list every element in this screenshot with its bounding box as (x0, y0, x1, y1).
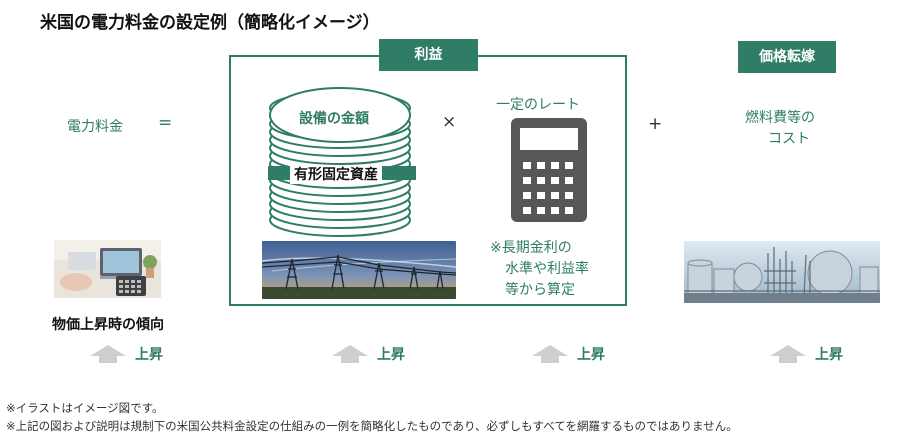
electricity-rate-label: 電力料金 (67, 119, 123, 135)
rise-indicator-assets: 上昇 (331, 344, 405, 364)
rise-indicator-rate: 上昇 (531, 344, 605, 364)
rise-indicator-left: 上昇 (89, 344, 163, 364)
up-arrow-icon (332, 345, 368, 363)
rise-label: 上昇 (577, 347, 605, 363)
rate-note-line-1: ※長期金利の (490, 240, 572, 256)
footnote-2: ※上記の図および説明は規制下の米国公共料金設定の仕組みの一例を簡略化したものであ… (6, 419, 738, 433)
tangible-fixed-assets-label: 有形固定資産 (290, 166, 382, 184)
rise-label: 上昇 (377, 347, 405, 363)
price-pass-through-tag: 価格転嫁 (738, 41, 836, 73)
rate-note-line-2: 水準や利益率 (505, 261, 589, 277)
up-arrow-icon (90, 345, 126, 363)
multiply-sign: × (442, 112, 457, 132)
coin-stack-icon (268, 87, 416, 237)
fuel-storage-photo (684, 241, 880, 303)
calculator (511, 118, 587, 222)
profit-tag: 利益 (379, 39, 478, 71)
fuel-cost-line-1: 燃料費等の (745, 110, 815, 126)
rise-label: 上昇 (135, 347, 163, 363)
fixed-rate-label: 一定のレート (496, 97, 580, 113)
equipment-amount-label: 設備の金額 (299, 111, 369, 127)
equals-sign: = (158, 113, 173, 133)
fuel-cost-line-2: コスト (768, 131, 810, 147)
rise-indicator-right: 上昇 (769, 344, 843, 364)
footnote-1: ※イラストはイメージ図です。 (6, 401, 164, 415)
price-rise-tendency-caption: 物価上昇時の傾向 (52, 317, 164, 333)
up-arrow-icon (770, 345, 806, 363)
power-lines-photo (262, 241, 456, 299)
page-title: 米国の電力料金の設定例（簡略化イメージ） (40, 13, 380, 33)
plus-sign: + (648, 114, 663, 134)
office-calculator-photo (54, 240, 161, 298)
up-arrow-icon (532, 345, 568, 363)
calculator-icon (511, 118, 587, 222)
rate-note-line-3: 等から算定 (505, 282, 575, 298)
asset-stack (262, 82, 422, 242)
rise-label: 上昇 (815, 347, 843, 363)
